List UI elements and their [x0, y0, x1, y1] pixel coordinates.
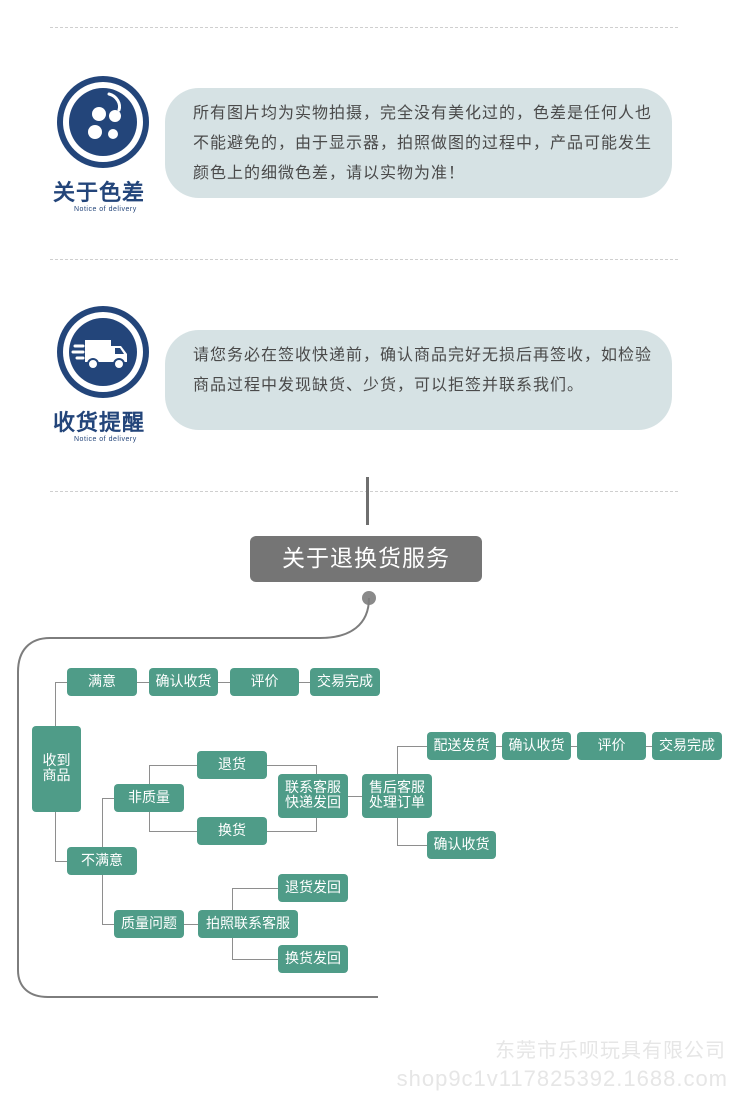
line: [149, 765, 197, 766]
line: [102, 798, 114, 799]
node-review: 评价: [230, 668, 299, 696]
node-confirm-receipt: 确认收货: [502, 732, 571, 760]
delivery-notice-subtitle: Notice of delivery: [74, 436, 137, 443]
line: [299, 682, 310, 683]
line: [55, 861, 67, 862]
delivery-truck-icon: [57, 306, 149, 398]
line: [184, 924, 198, 925]
connector-line: [366, 477, 369, 525]
node-review: 评价: [577, 732, 646, 760]
line: [267, 765, 317, 766]
node-received: 收到 商品: [32, 726, 81, 812]
line: [348, 796, 362, 797]
line: [55, 682, 56, 726]
line: [397, 746, 427, 747]
line: [55, 812, 56, 861]
color-notice-subtitle: Notice of delivery: [74, 206, 137, 213]
node-non-quality: 非质量: [114, 784, 184, 812]
line: [218, 682, 230, 683]
palette-icon: [57, 76, 149, 168]
color-notice-text: 所有图片均为实物拍摄，完全没有美化过的，色差是任何人也不能避免的，由于显示器，拍…: [165, 88, 672, 198]
line: [496, 746, 502, 747]
watermark-company: 东莞市乐呗玩具有限公司: [495, 1038, 726, 1062]
returns-flow-title: 关于退换货服务: [250, 536, 482, 582]
line: [137, 682, 149, 683]
delivery-notice-text: 请您务必在签收快递前，确认商品完好无损后再签收，如检验商品过程中发现缺货、少货，…: [165, 330, 672, 430]
node-after-sales: 售后客服 处理订单: [362, 774, 432, 818]
line: [646, 746, 652, 747]
color-notice-title: 关于色差: [53, 181, 146, 206]
node-contact-cs-ship: 联系客服 快递发回: [278, 774, 348, 818]
node-deal-done: 交易完成: [310, 668, 380, 696]
line: [232, 888, 278, 889]
watermark-shop-url: shop9c1v117825392.1688.com: [396, 1066, 728, 1091]
node-exchange: 换货: [197, 817, 267, 845]
node-quality-issue: 质量问题: [114, 910, 184, 938]
line: [102, 924, 114, 925]
node-not-satisfied: 不满意: [67, 847, 137, 875]
delivery-notice-title: 收货提醒: [53, 411, 146, 436]
node-deal-done: 交易完成: [652, 732, 722, 760]
node-confirm-receipt: 确认收货: [149, 668, 218, 696]
divider: [50, 27, 678, 28]
node-exchange-ship-back: 换货发回: [278, 945, 348, 973]
line: [571, 746, 577, 747]
node-return: 退货: [197, 751, 267, 779]
node-satisfied: 满意: [67, 668, 137, 696]
node-ship-out: 配送发货: [427, 732, 496, 760]
line: [267, 831, 317, 832]
line: [149, 831, 197, 832]
divider: [50, 259, 678, 260]
node-confirm-receipt: 确认收货: [427, 831, 496, 859]
line: [397, 845, 427, 846]
node-return-ship-back: 退货发回: [278, 874, 348, 902]
line: [55, 682, 67, 683]
node-photo-contact-cs: 拍照联系客服: [198, 910, 298, 938]
line: [232, 959, 278, 960]
divider: [50, 491, 678, 492]
